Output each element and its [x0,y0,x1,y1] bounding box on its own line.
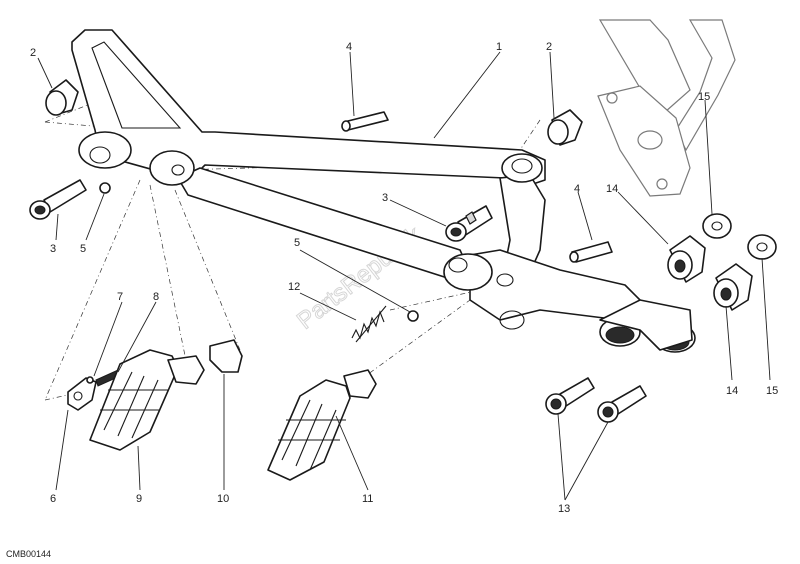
callout-6: 6 [50,493,56,505]
callout-14: 14 [726,385,738,397]
detent-plate [67,377,97,411]
callout-5: 5 [80,243,86,255]
callout-12: 12 [288,281,300,293]
clip-left [99,182,111,194]
clip-center [407,310,419,322]
leader-lines [37,51,771,501]
callout-2: 2 [30,47,36,59]
callout-3: 3 [50,243,56,255]
drawing-code: CMB00144 [6,549,51,559]
rubber-pad [209,339,243,373]
callout-11: 11 [362,493,373,505]
callout-8: 8 [153,291,159,303]
detent-ball [86,376,94,384]
footpeg-left [89,349,205,451]
bolt-lower-b [597,385,647,423]
rear-set-bracket [71,29,696,353]
callout-13: 13 [558,503,570,515]
callout-7: 7 [117,291,123,303]
callout-3: 3 [382,192,388,204]
callout-15: 15 [698,91,710,103]
bushing-right [547,109,583,146]
bolt-center [445,205,493,242]
washer-upper [702,213,732,239]
washer-lower [747,234,777,260]
callout-10: 10 [217,493,229,505]
bolt-lower-a [545,377,595,415]
bolt-left [29,179,87,220]
callout-1: 1 [496,41,502,53]
callout-15: 15 [766,385,778,397]
callout-5: 5 [294,237,300,249]
pin-right [569,241,613,263]
footpeg-right [267,369,377,481]
pin-left [341,111,389,132]
callout-4: 4 [346,41,352,53]
spacer-lower [713,263,753,311]
callout-4: 4 [574,183,580,195]
callouts: 2 4 1 2 15 3 4 14 3 5 5 12 7 8 14 15 6 9… [30,41,778,515]
callout-14: 14 [606,183,618,195]
callout-9: 9 [136,493,142,505]
bushing-left [45,79,79,116]
return-spring [351,305,387,343]
callout-2: 2 [546,41,552,53]
spacer-upper [667,235,706,283]
frame-tube [597,19,736,197]
